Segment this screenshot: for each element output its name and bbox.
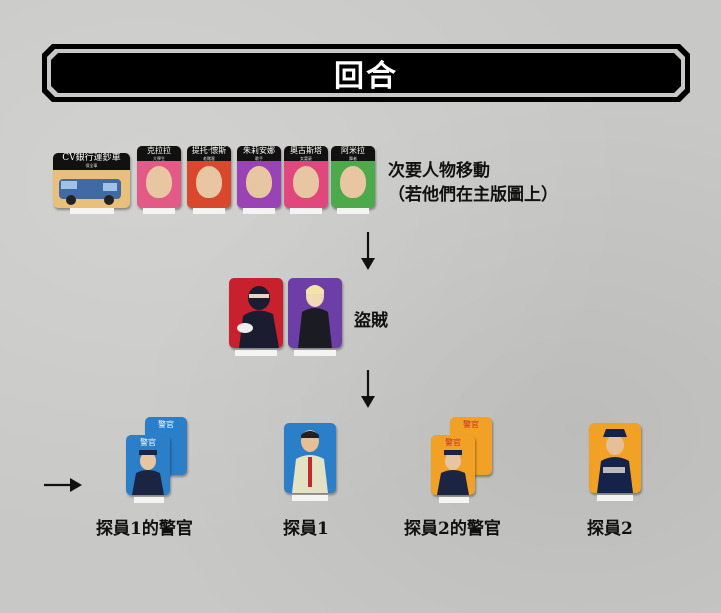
- arrow-right-icon: [44, 478, 82, 492]
- detective2-tile: [589, 423, 641, 493]
- police-label: 探員1的警官: [96, 519, 193, 539]
- officer-tile-front: 警官: [431, 435, 475, 495]
- portrait-icon: [340, 166, 366, 198]
- title-banner: 回合: [51, 53, 681, 93]
- character-stand: [193, 208, 225, 214]
- detective1-tile: [284, 423, 336, 493]
- officer-figure-icon: [132, 450, 164, 495]
- character-stand: [290, 208, 322, 214]
- character-name: 提托·懷斯: [191, 146, 227, 155]
- thief-purple-stand: [294, 350, 336, 356]
- character-namebar: 朱莉安娜歌手: [237, 146, 281, 161]
- character-namebar: 克拉拉大學生: [137, 146, 181, 161]
- character-subtitle: 舞者: [349, 156, 357, 161]
- character-stand: [243, 208, 275, 214]
- armored-van-tile: CV銀行運鈔車 保全車: [53, 153, 130, 208]
- portrait-icon: [293, 166, 319, 198]
- officer-badge: 警官: [445, 438, 461, 447]
- police-label: 探員2的警官: [404, 519, 501, 539]
- thief-figure-icon: [237, 286, 279, 348]
- thief-figure-icon: [298, 285, 332, 348]
- character-namebar: 奧古斯塔女富豪: [284, 146, 328, 161]
- character-tile: 提托·懷斯老賭客: [187, 146, 231, 208]
- van-name: CV銀行運鈔車: [62, 153, 121, 163]
- character-subtitle: 老賭客: [203, 156, 215, 161]
- van-stand: [70, 208, 114, 214]
- officer-badge: 警官: [158, 420, 174, 429]
- character-subtitle: 歌手: [255, 156, 263, 161]
- npc-move-label-line2: （若他們在主版圖上）: [388, 185, 558, 205]
- thieves-label: 盜賊: [354, 311, 388, 331]
- npc-move-label-line1: 次要人物移動: [388, 161, 490, 181]
- character-stand: [337, 208, 369, 214]
- officer-stand: [439, 497, 469, 503]
- detective-figure-icon: [292, 430, 328, 493]
- thief-tile-purple: [288, 278, 342, 348]
- character-namebar: 阿米拉舞者: [331, 146, 375, 161]
- character-stand: [143, 208, 175, 214]
- detective2-stand: [597, 495, 633, 501]
- character-subtitle: 大學生: [153, 156, 165, 161]
- character-tile: 朱莉安娜歌手: [237, 146, 281, 208]
- thief-red-stand: [235, 350, 277, 356]
- van-sublabel: 保全車: [85, 163, 98, 168]
- portrait-icon: [146, 166, 172, 198]
- arrow-down-icon: [361, 370, 375, 408]
- character-namebar: 提托·懷斯老賭客: [187, 146, 231, 161]
- detective1-stand: [292, 495, 328, 501]
- portrait-icon: [196, 166, 222, 198]
- character-subtitle: 女富豪: [300, 156, 312, 161]
- officer-badge: 警官: [140, 438, 156, 447]
- character-name: 克拉拉: [147, 146, 171, 155]
- character-tile: 克拉拉大學生: [137, 146, 181, 208]
- officer-badge: 警官: [463, 420, 479, 429]
- thief-tile-red: [229, 278, 283, 348]
- officer-stand: [134, 497, 164, 503]
- portrait-icon: [246, 166, 272, 198]
- page-title: 回合: [334, 59, 398, 94]
- character-name: 奧古斯塔: [290, 146, 322, 155]
- van-icon: [59, 179, 121, 205]
- detective2-label: 探員2: [587, 519, 633, 539]
- character-name: 朱莉安娜: [243, 146, 275, 155]
- detective1-label: 探員1: [283, 519, 329, 539]
- character-tile: 阿米拉舞者: [331, 146, 375, 208]
- character-tile: 奧古斯塔女富豪: [284, 146, 328, 208]
- character-name: 阿米拉: [341, 146, 365, 155]
- detective-figure-icon: [597, 429, 633, 493]
- officer-figure-icon: [437, 450, 469, 495]
- officer-tile-front: 警官: [126, 435, 170, 495]
- arrow-down-icon: [361, 232, 375, 270]
